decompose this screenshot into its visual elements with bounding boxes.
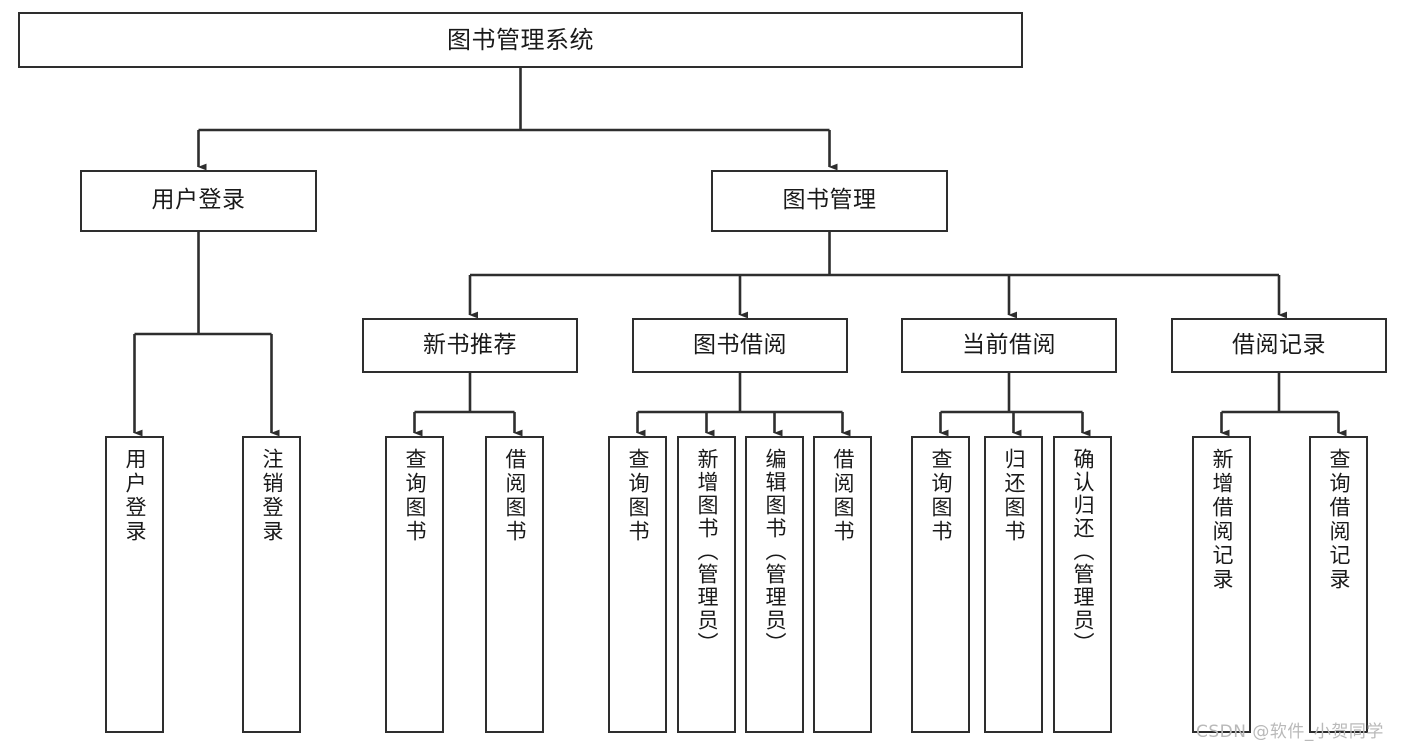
level3-node-3[interactable]: 借阅记录 (1171, 318, 1387, 373)
node-label: 图书借阅 (693, 331, 787, 358)
level3-node-0[interactable]: 新书推荐 (362, 318, 578, 373)
leaf-node-10[interactable]: 确认归还（管理员） (1053, 436, 1112, 733)
leaf-node-6[interactable]: 编辑图书（管理员） (745, 436, 804, 733)
node-label: 新增借阅记录 (1210, 448, 1234, 592)
node-label: 新增图书（管理员） (695, 448, 719, 655)
level3-node-1[interactable]: 图书借阅 (632, 318, 848, 373)
node-label: 归还图书 (1002, 448, 1026, 544)
node-label: 查询图书 (403, 448, 427, 544)
node-label: 图书管理系统 (447, 25, 594, 54)
node-label: 编辑图书（管理员） (763, 448, 787, 655)
leaf-node-2[interactable]: 查询图书 (385, 436, 444, 733)
node-label: 借阅记录 (1232, 331, 1326, 358)
leaf-node-0[interactable]: 用户登录 (105, 436, 164, 733)
node-label: 确认归还（管理员） (1071, 448, 1095, 655)
leaf-node-11[interactable]: 新增借阅记录 (1192, 436, 1251, 733)
node-label: 新书推荐 (423, 331, 517, 358)
root-node-book-management-system[interactable]: 图书管理系统 (18, 12, 1023, 68)
node-label: 查询图书 (626, 448, 650, 544)
level2-node-1[interactable]: 图书管理 (711, 170, 948, 232)
node-label: 注销登录 (260, 448, 284, 544)
node-label: 借阅图书 (503, 448, 527, 544)
node-label: 用户登录 (123, 448, 147, 544)
leaf-node-8[interactable]: 查询图书 (911, 436, 970, 733)
node-label: 查询借阅记录 (1327, 448, 1351, 592)
node-label: 借阅图书 (831, 448, 855, 544)
csdn-watermark: CSDN @软件_小贺同学 (1196, 722, 1384, 742)
level2-node-0[interactable]: 用户登录 (80, 170, 317, 232)
leaf-node-3[interactable]: 借阅图书 (485, 436, 544, 733)
leaf-node-4[interactable]: 查询图书 (608, 436, 667, 733)
leaf-node-1[interactable]: 注销登录 (242, 436, 301, 733)
level3-node-2[interactable]: 当前借阅 (901, 318, 1117, 373)
leaf-node-7[interactable]: 借阅图书 (813, 436, 872, 733)
node-label: 图书管理 (782, 187, 877, 214)
leaf-node-12[interactable]: 查询借阅记录 (1309, 436, 1368, 733)
leaf-node-9[interactable]: 归还图书 (984, 436, 1043, 733)
node-label: 当前借阅 (962, 331, 1056, 358)
leaf-node-5[interactable]: 新增图书（管理员） (677, 436, 736, 733)
node-label: 用户登录 (151, 187, 246, 214)
node-label: 查询图书 (929, 448, 953, 544)
